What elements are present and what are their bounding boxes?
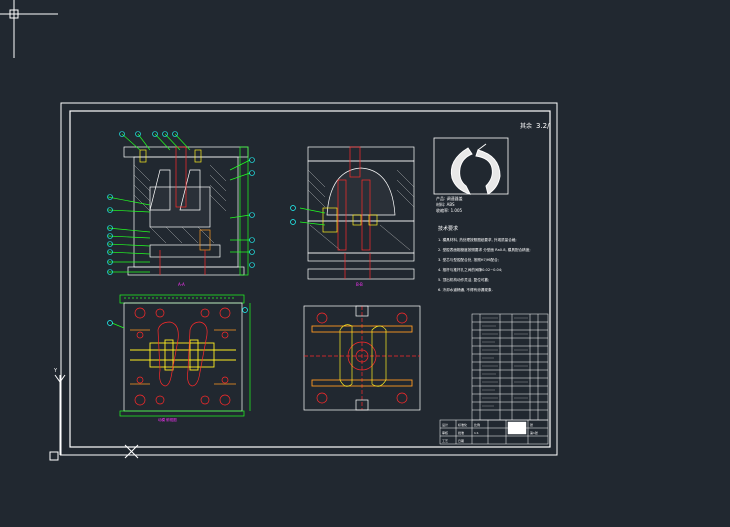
drawing-frame (60, 102, 558, 456)
tb-cell-3: 工艺 (442, 438, 448, 443)
tb-cell-8: 1:1 (474, 431, 479, 435)
roughness-corner-mark: 其余 3.2/ (520, 122, 550, 130)
section-b-b-label: B-B (356, 282, 363, 287)
tb-cell-10: 第1张 (530, 430, 538, 435)
ucs-y-label: Y (53, 368, 58, 374)
tb-cell-9: 张 (530, 422, 533, 427)
tech-item-5: 5. 顶出机构动作灵活, 复位可靠; (438, 277, 489, 282)
tb-cell-2: 审核 (442, 430, 448, 435)
tech-item-2: 2. 型腔表面粗糙度按照要求 分型面 Ra0.8, 模具配合精度; (438, 247, 531, 252)
tb-cell-7: 比例 (474, 422, 480, 427)
title-block[interactable] (439, 419, 549, 445)
part-info: 产品: 调速器盖 材料: ABS 收缩率: 1.005 (436, 195, 463, 213)
product-preview[interactable] (433, 137, 509, 195)
part-info-line3: 收缩率: 1.005 (436, 207, 463, 213)
technical-requirements: 技术要求 1. 模具材料, 热处理按照图纸要求, 外观质量合格; 2. 型腔表面… (438, 225, 531, 292)
roughness-label: 其余 (520, 122, 532, 130)
plan-view-moving-half[interactable] (107, 294, 251, 417)
tech-item-4: 4. 推杆与推杆孔之间的间隙0.02~0.04; (438, 267, 502, 272)
part-info-line2: 材料: ABS (436, 201, 455, 207)
tech-item-1: 1. 模具材料, 热处理按照图纸要求, 外观质量合格; (438, 237, 517, 242)
plan-view-label: 动模 俯视图 (158, 417, 177, 422)
tech-item-6: 6. 冷却水道畅通, 不得有渗漏现象. (438, 287, 493, 292)
part-info-line1: 产品: 调速器盖 (436, 195, 463, 201)
plan-view-fixed-half[interactable] (303, 305, 421, 411)
tb-cell-5: 批准 (458, 430, 464, 435)
section-a-a-label: A-A (178, 282, 185, 287)
roughness-symbol: 3.2/ (536, 122, 550, 130)
section-view-b-b[interactable] (290, 146, 415, 280)
tb-cell-1: 设计 (442, 422, 448, 427)
section-view-a-a[interactable] (107, 131, 255, 276)
tech-requirements-heading: 技术要求 (438, 225, 458, 232)
tb-cell-6: 日期 (458, 438, 464, 443)
tech-item-3: 3. 型芯与型腔配合处, 按照H7/f6配合; (438, 257, 499, 262)
crosshair-cursor (0, 0, 58, 58)
tb-cell-4: 标准化 (458, 422, 467, 427)
title-block-text: 设计 审核 工艺 标准化 批准 日期 比例 1:1 张 第1张 (442, 422, 538, 443)
